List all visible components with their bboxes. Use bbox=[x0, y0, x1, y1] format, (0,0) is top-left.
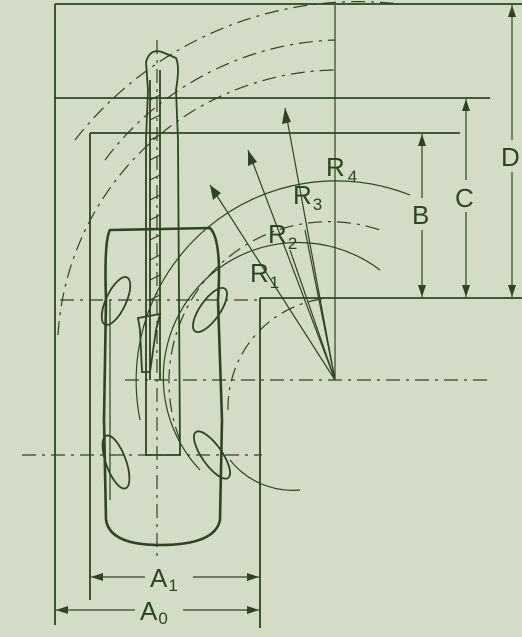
turning-arcs bbox=[57, 1, 411, 491]
front-left-wheel bbox=[100, 276, 132, 326]
label-a1: A1 bbox=[150, 563, 178, 595]
r3-arrowhead bbox=[282, 108, 291, 124]
radius-extra-line-a bbox=[289, 249, 336, 381]
arc-inner-low bbox=[229, 459, 301, 491]
forklift-chassis bbox=[102, 226, 224, 547]
arc-r2 bbox=[168, 221, 381, 441]
rear-left-wheel bbox=[101, 434, 131, 490]
label-r3: R3 bbox=[293, 180, 322, 214]
aisle-walls bbox=[54, 3, 522, 628]
radius-extra-line-b bbox=[304, 229, 336, 381]
radius-r1-line bbox=[209, 184, 336, 381]
label-a0: A0 bbox=[140, 596, 168, 628]
arc-inner bbox=[227, 297, 331, 411]
dimension-a0 bbox=[56, 597, 259, 623]
radius-lines bbox=[209, 5, 336, 381]
radius-r2-line bbox=[247, 149, 336, 381]
arc-outer-large bbox=[74, 1, 401, 141]
arc-outer-medium bbox=[104, 39, 336, 161]
r2-arrowhead bbox=[248, 150, 257, 166]
dimension-a1 bbox=[91, 564, 259, 590]
arc-r4-outer bbox=[57, 69, 336, 336]
radius-r3-line bbox=[284, 107, 336, 381]
fork-carriage bbox=[136, 312, 162, 373]
arc-r1 bbox=[162, 241, 381, 471]
rear-right-wheel bbox=[193, 430, 231, 480]
label-d: D bbox=[501, 142, 520, 172]
label-b: B bbox=[412, 200, 429, 230]
fork-hatching bbox=[149, 94, 161, 301]
r1-arrowhead bbox=[210, 185, 221, 200]
label-r2: R2 bbox=[268, 219, 297, 253]
forklift bbox=[102, 50, 224, 547]
label-c: C bbox=[455, 183, 474, 213]
wheels bbox=[100, 276, 231, 490]
forklift-mast bbox=[145, 50, 181, 456]
label-r1: R1 bbox=[250, 258, 279, 292]
center-lines bbox=[22, 40, 490, 560]
front-right-wheel bbox=[192, 287, 228, 333]
